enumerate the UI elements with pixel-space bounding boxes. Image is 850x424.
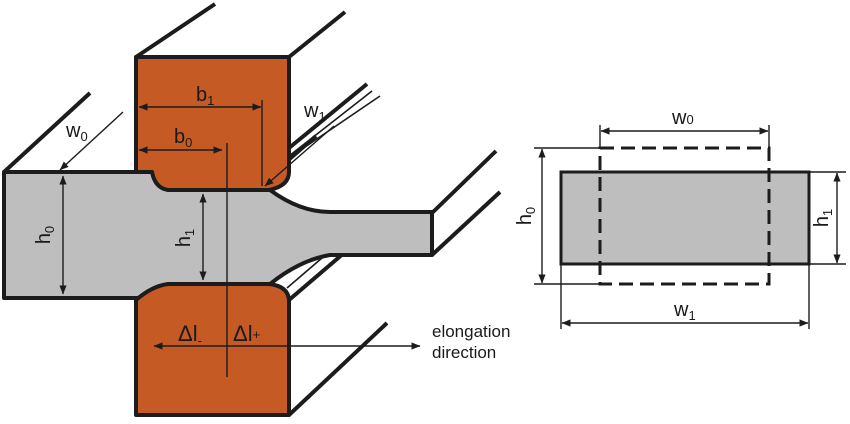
b1-label: b1: [196, 84, 214, 108]
rs-h1-label: h1: [811, 209, 835, 227]
cross-section-diagram: w0 w1 h0 h1: [514, 107, 846, 329]
rs-w0-label: w0: [671, 107, 694, 129]
upper-roll: [134, 55, 291, 192]
upper-roll-perspective: [134, 2, 369, 150]
lower-roll-edge-lines: [286, 257, 323, 289]
w1-leader-line: [264, 125, 335, 187]
rs-w1-label: w1: [673, 299, 696, 323]
lower-roll-perspective: [287, 251, 389, 417]
h0-label: h0: [33, 226, 57, 244]
w1-label: w1: [303, 100, 326, 124]
b0-label: b0: [174, 126, 192, 150]
lower-roll: [134, 282, 291, 417]
initial-cross-section: [598, 146, 771, 286]
delta-l-plus-label: Δl+: [233, 321, 260, 346]
rolled-cross-section: [559, 170, 811, 266]
w0-label: w0: [65, 120, 88, 144]
w0-leader-line: [59, 111, 124, 171]
rs-h0-label: h0: [514, 207, 538, 225]
delta-l-minus-label: Δl-: [178, 321, 202, 348]
h1-label: h1: [173, 229, 197, 247]
